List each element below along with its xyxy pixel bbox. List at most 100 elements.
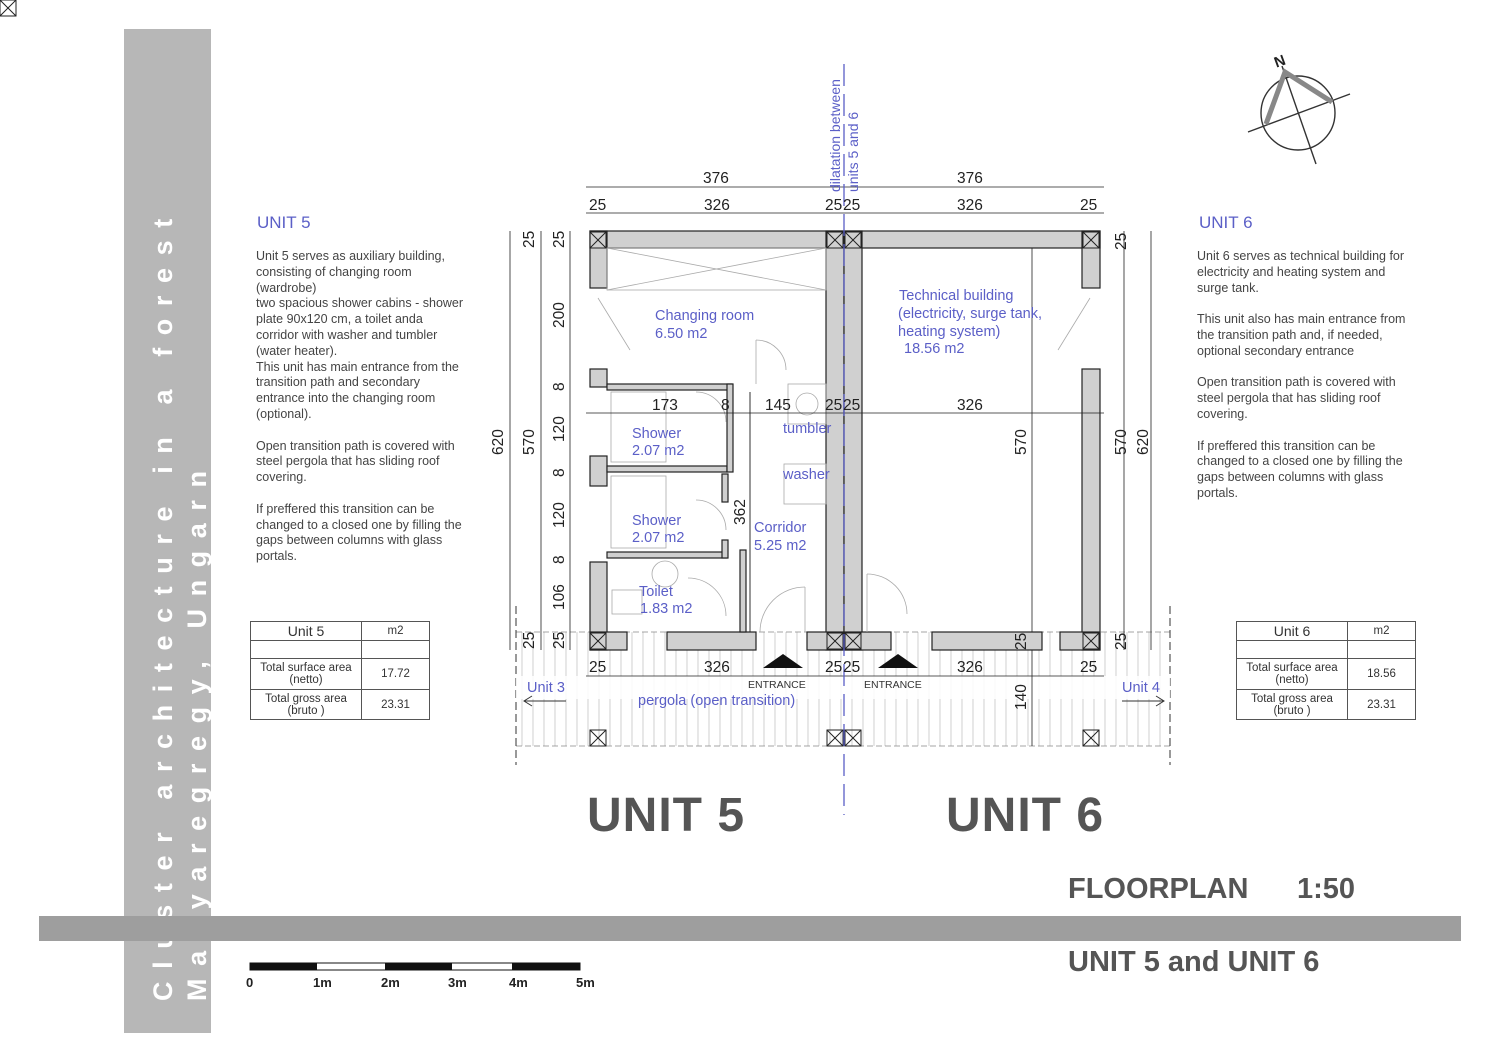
north-arrow: N (1247, 52, 1351, 165)
unit6-description: Unit 6 serves as technical building for … (1197, 249, 1406, 500)
shower1-name: Shower (632, 426, 681, 442)
dim-top: 326 (957, 197, 983, 214)
gross-value: 23.31 (1347, 689, 1416, 720)
changing-room-name: Changing room (655, 308, 754, 324)
entrance-label-unit6: ENTRANCE (864, 679, 922, 691)
table-unit: m2 (1347, 621, 1416, 641)
dim-right-inner-bottom: 25 (1013, 633, 1030, 650)
big-label-unit5: UNIT 5 (587, 789, 746, 842)
dim-bottom: 25 (843, 659, 860, 676)
dim-left-outer: 620 (490, 429, 507, 455)
big-label-unit6: UNIT 6 (946, 789, 1105, 842)
scale-label-4: 4m (509, 975, 528, 990)
floorplan-scale: 1:50 (1297, 873, 1356, 905)
scale-label-3: 3m (448, 975, 467, 990)
dim-mid: 145 (765, 397, 791, 414)
floorplan-title: FLOORPLAN (1068, 873, 1249, 905)
dim-top: 25 (843, 197, 860, 214)
dim-inner: 120 (551, 502, 568, 528)
dim-bottom: 25 (589, 659, 606, 676)
netto-label: Total surface area (netto) (250, 658, 362, 690)
corridor-area: 5.25 m2 (754, 538, 806, 554)
dim-left-bottom: 25 (521, 632, 538, 649)
technical-name: Technical building (899, 288, 1013, 304)
dim-inner: 25 (551, 632, 568, 649)
unit4-label: Unit 4 (1122, 680, 1160, 696)
dim-inner: 8 (551, 468, 568, 477)
floorplan-subtitle: UNIT 5 and UNIT 6 (1068, 946, 1320, 978)
dimension-lines (509, 186, 1152, 746)
dim-mid: 25 (843, 397, 860, 414)
unit6-walls (843, 230, 1101, 651)
dilatation-label-2: units 5 and 6 (845, 112, 861, 192)
dim-right-outer: 620 (1135, 429, 1152, 455)
title-band (39, 916, 1461, 941)
technical-desc-2: heating system) (898, 324, 1000, 340)
dim-mid: 326 (957, 397, 983, 414)
shower2-name: Shower (632, 513, 681, 529)
shower2-area: 2.07 m2 (632, 530, 684, 546)
shower1-area: 2.07 m2 (632, 443, 684, 459)
scale-bar (249, 962, 581, 971)
unit6-heading: UNIT 6 (1199, 213, 1253, 232)
dim-mid: 25 (825, 397, 842, 414)
dim-inner: 8 (551, 382, 568, 391)
scale-label-2: 2m (381, 975, 400, 990)
dim-left-mid: 570 (521, 429, 538, 455)
unit5-walls (589, 230, 845, 651)
unit5-description: Unit 5 serves as auxiliary building, con… (256, 249, 464, 564)
dim-total-right: 376 (957, 170, 983, 187)
dim-inner-570: 570 (1013, 429, 1030, 455)
corridor-name: Corridor (754, 520, 807, 536)
fixtures (597, 247, 1091, 633)
dim-bottom: 326 (704, 659, 730, 676)
dim-inner: 25 (551, 231, 568, 248)
dilatation-label-1: dilatation between (827, 79, 843, 192)
dim-total-left: 376 (703, 170, 729, 187)
netto-value: 17.72 (361, 658, 430, 690)
gross-label: Total gross area (bruto ) (1236, 689, 1348, 720)
dim-right-mid: 570 (1113, 429, 1130, 455)
compass-label: N (1272, 52, 1288, 72)
unit5-heading: UNIT 5 (257, 213, 311, 232)
dim-bottom: 25 (825, 659, 842, 676)
washer-label: washer (782, 467, 830, 483)
dim-inner: 200 (551, 302, 568, 328)
scale-label-1: 1m (313, 975, 332, 990)
unit3-label: Unit 3 (527, 680, 565, 696)
dim-inner: 120 (551, 416, 568, 442)
table-name: Unit 5 (250, 621, 362, 641)
dim-left-top: 25 (521, 231, 538, 248)
dim-inner: 106 (551, 584, 568, 610)
toilet-area: 1.83 m2 (640, 601, 692, 617)
changing-room-area: 6.50 m2 (655, 326, 707, 342)
scale-label-5: 5m (576, 975, 595, 990)
dim-top: 25 (825, 197, 842, 214)
entrance-label-unit5: ENTRANCE (748, 679, 806, 691)
dim-bottom: 25 (1080, 659, 1097, 676)
dimension-numbers: 376 376 25 326 25 25 326 25 173 8 145 25… (589, 170, 1097, 676)
dim-right-bottom: 25 (1113, 633, 1130, 650)
columns (0, 0, 1100, 747)
dim-mid: 8 (721, 397, 730, 414)
toilet-name: Toilet (639, 584, 673, 600)
dim-mid: 173 (652, 397, 678, 414)
dim-inner: 8 (551, 555, 568, 564)
vertical-dimension-numbers: 620 570 25 25 25 200 8 120 8 120 8 106 2… (490, 231, 1152, 710)
pergola-label: pergola (open transition) (638, 693, 795, 709)
dim-right-top: 25 (1113, 233, 1130, 250)
sidebar-band: Cluster architecture in a forest Magyare… (124, 29, 212, 1033)
gross-value: 23.31 (361, 689, 430, 720)
scale-label-0: 0 (246, 975, 254, 990)
gross-label: Total gross area (bruto ) (250, 689, 362, 720)
dim-corridor: 362 (732, 499, 749, 525)
neighbour-arrows (523, 695, 1165, 707)
dim-bottom: 326 (957, 659, 983, 676)
tumbler-label: tumbler (783, 421, 832, 437)
dim-top: 25 (1080, 197, 1097, 214)
technical-area: 18.56 m2 (904, 341, 964, 357)
entrance-markers: ENTRANCE ENTRANCE (748, 654, 922, 691)
